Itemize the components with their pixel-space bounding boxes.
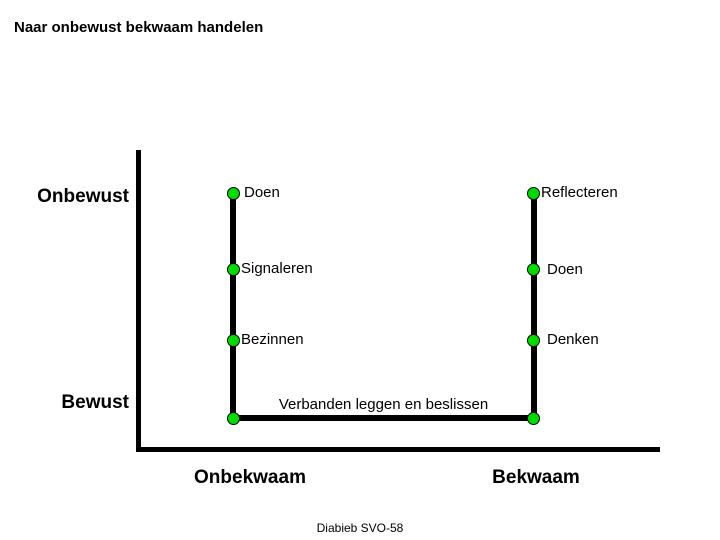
left-dot-bezinnen <box>227 334 240 347</box>
right-dot-doen <box>527 263 540 276</box>
left-step-label-doen: Doen <box>244 184 280 201</box>
right-track-line <box>531 193 537 418</box>
connector-label: Verbanden leggen en beslissen <box>278 396 489 413</box>
connector-line <box>233 415 534 421</box>
slide-title: Naar onbewust bekwaam handelen <box>14 19 264 36</box>
right-step-label-reflecteren: Reflecteren <box>541 184 618 201</box>
left-dot-doen <box>227 187 240 200</box>
left-step-label-signaleren: Signaleren <box>241 260 313 277</box>
left-step-label-bezinnen: Bezinnen <box>241 331 304 348</box>
left-dot-connector <box>227 412 240 425</box>
left-dot-signaleren <box>227 263 240 276</box>
y-axis-line <box>136 150 141 452</box>
x-axis-label-onbekwaam: Onbekwaam <box>194 467 306 488</box>
right-dot-connector <box>527 412 540 425</box>
x-axis-line <box>136 447 660 452</box>
right-dot-denken <box>527 334 540 347</box>
slide-footer: Diabieb SVO-58 <box>316 521 404 535</box>
y-axis-label-onbewust: Onbewust <box>37 186 129 207</box>
right-step-label-denken: Denken <box>547 331 599 348</box>
right-dot-reflecteren <box>527 187 540 200</box>
right-step-label-doen: Doen <box>547 261 583 278</box>
y-axis-label-bewust: Bewust <box>61 392 129 413</box>
left-track-line <box>230 193 236 418</box>
x-axis-label-bekwaam: Bekwaam <box>492 467 580 488</box>
